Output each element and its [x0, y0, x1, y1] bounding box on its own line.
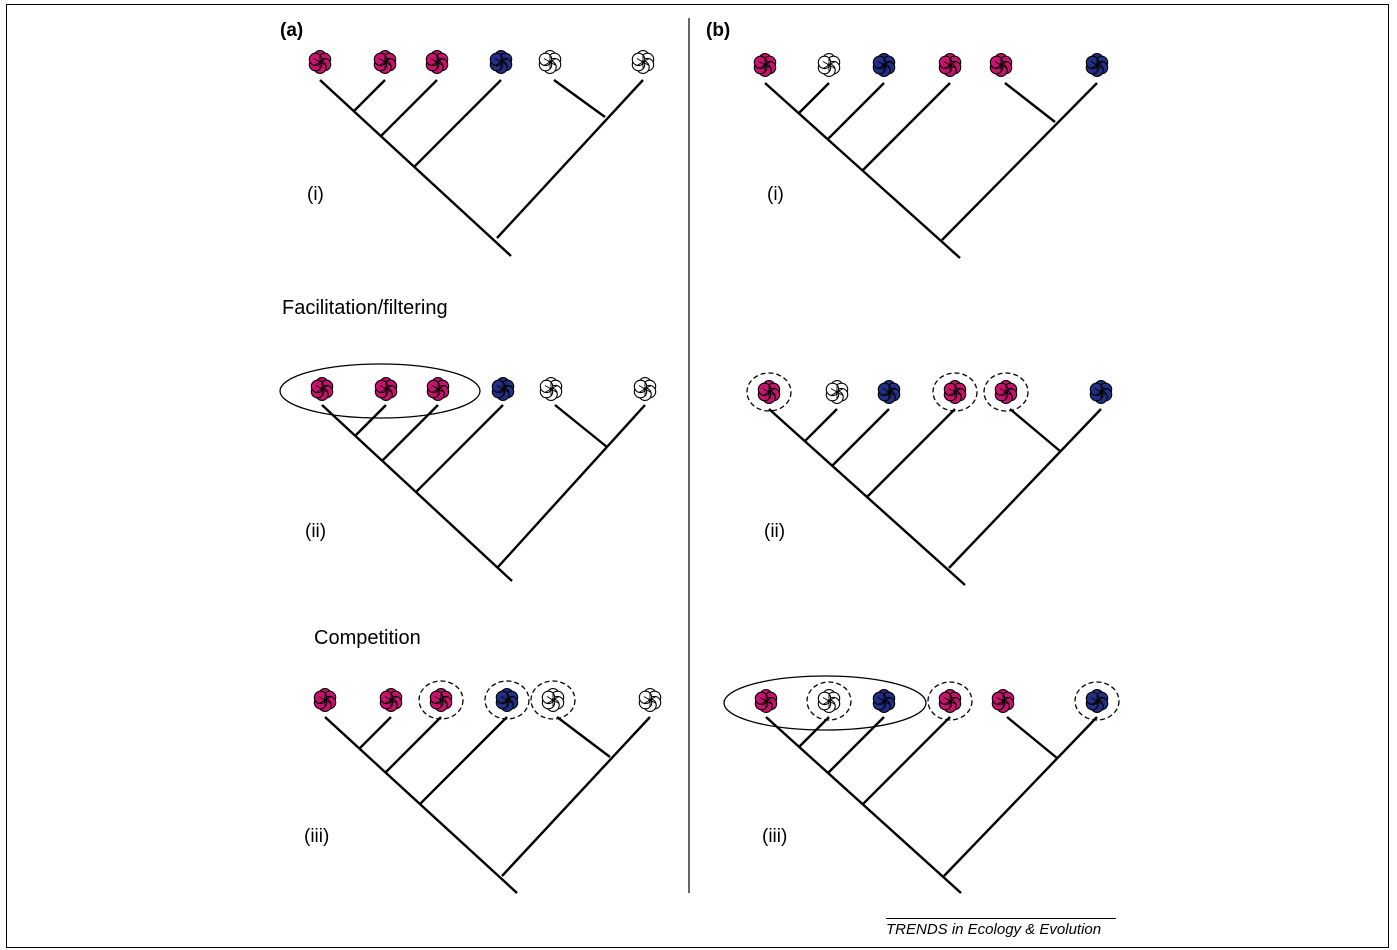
panel-a-row-2-branch-spine — [321, 404, 513, 582]
panel-b-row-3-flower-5-magenta-icon — [991, 689, 1015, 713]
panel-b-row-2-branch-tip-3 — [831, 408, 890, 467]
panel-b-row-3-dashed-circle-4 — [927, 681, 973, 721]
journal-credit: TRENDS in Ecology & Evolution — [886, 918, 1116, 938]
panel-a-row-2-flower-3-magenta-icon — [426, 377, 450, 401]
panel-a-row-2-label: (ii) — [305, 521, 327, 542]
panel-b-row-1-flower-1-magenta-icon — [753, 53, 777, 77]
panel-b-row-3-branch-tip-3 — [827, 716, 885, 774]
panel-b-row-1-branch-tip-3 — [826, 82, 885, 141]
panel-a-row-3-flower-6-white-icon — [638, 688, 662, 712]
panel-b-row-2-flower-1-magenta-icon — [757, 380, 781, 404]
panel-a-row-3-dashed-circle-5 — [530, 680, 576, 720]
panel-b-row-3-solid-ellipse — [723, 675, 927, 731]
panel-a-row-2-flower-4-blue-icon — [491, 377, 515, 401]
panel-a-row-2-branch-tip-6 — [497, 404, 646, 568]
panel-a-row-3-branch-tip-5 — [556, 716, 611, 758]
facilitation-filtering-heading: Facilitation/filtering — [282, 297, 448, 319]
panel-a-row-2-branch-tip-4 — [415, 404, 504, 493]
panel-a-row-3-flower-2-magenta-icon — [379, 688, 403, 712]
panel-b-row-2-branch-tip-6 — [948, 408, 1102, 569]
panel-b-row-3-flower-1-magenta-icon — [754, 689, 778, 713]
panel-b-row-3-flower-4-magenta-icon — [938, 689, 962, 713]
panel-b-row-2-branch-tip-5 — [1009, 408, 1061, 452]
panel-a-row-3-flower-4-blue-icon — [495, 688, 519, 712]
panel-a-row-2-branch-tip-2 — [354, 404, 387, 437]
panel-b-row-3-dashed-circle-2 — [806, 681, 852, 721]
panel-a-row-2-flower-1-magenta-icon — [310, 377, 334, 401]
panel-b-row-2-dashed-circle-1 — [746, 372, 792, 412]
panel-b-row-2-branch-tip-4 — [866, 408, 956, 498]
panel-a-row-1-branch-tip-3 — [380, 79, 438, 137]
panel-a-row-2-solid-ellipse — [279, 363, 481, 419]
panel-a-label: (a) — [280, 20, 304, 41]
panel-a-row-3-branch-tip-6 — [501, 716, 651, 877]
panel-a-row-3-dashed-circle-3 — [418, 680, 464, 720]
panel-a-row-3-branch-tip-4 — [419, 716, 508, 805]
panel-b-row-3-branch-tip-5 — [1006, 716, 1058, 759]
panel-a-row-3-branch-spine — [324, 716, 518, 894]
panel-a-row-1-flower-6-white-icon — [631, 50, 655, 74]
panel-b-row-1-branch-tip-4 — [861, 82, 951, 172]
panel-a-row-3-flower-1-magenta-icon — [313, 688, 337, 712]
panel-a-row-2-branch-tip-3 — [381, 404, 439, 462]
panel-b-row-2-dashed-circle-4 — [932, 372, 978, 412]
panel-b-row-1-flower-5-magenta-icon — [989, 53, 1013, 77]
panel-b-row-3-flower-6-blue-icon — [1085, 689, 1109, 713]
figure-frame — [6, 4, 1389, 948]
panel-a-row-1-flower-3-magenta-icon — [425, 50, 449, 74]
panel-b-row-2-flower-6-blue-icon — [1089, 380, 1113, 404]
panel-a-row-3-branch-tip-3 — [384, 716, 442, 774]
panel-b-row-2-flower-4-magenta-icon — [943, 380, 967, 404]
panel-b-row-2-flower-3-blue-icon — [877, 380, 901, 404]
panel-a-row-1-flower-2-magenta-icon — [373, 50, 397, 74]
panel-a-row-2-flower-6-white-icon — [633, 377, 657, 401]
panel-b-row-3-flower-3-blue-icon — [872, 689, 896, 713]
panel-b-row-3-flower-2-white-icon — [817, 689, 841, 713]
panel-b-row-2-label: (ii) — [764, 521, 786, 542]
panel-b-row-1-flower-4-magenta-icon — [938, 53, 962, 77]
panel-a-row-3-dashed-circle-4 — [484, 680, 530, 720]
panel-a-row-1-flower-1-magenta-icon — [308, 50, 332, 74]
panel-b-row-1-label: (i) — [767, 184, 784, 205]
panel-b-row-1-flower-2-white-icon — [817, 53, 841, 77]
panel-a-row-2-branch-tip-5 — [554, 404, 608, 448]
panel-b-row-2-flower-2-white-icon — [825, 380, 849, 404]
panel-b-row-2-branch-tip-2 — [803, 408, 838, 443]
panel-b-row-1-flower-3-blue-icon — [872, 53, 896, 77]
panel-a-row-1-branch-tip-4 — [413, 79, 502, 168]
panel-b-row-1-branch-tip-5 — [1004, 82, 1056, 123]
panel-b-row-3-branch-tip-2 — [798, 716, 830, 748]
panel-a-row-1-branch-spine — [319, 79, 512, 257]
panel-b-row-1-branch-tip-6 — [941, 82, 1098, 241]
panel-b-label: (b) — [706, 20, 731, 41]
panel-a-row-1-label: (i) — [307, 184, 324, 205]
panel-a-row-1-branch-tip-5 — [553, 79, 606, 118]
panel-a-row-1-branch-tip-2 — [352, 79, 386, 113]
panel-b-row-2-flower-5-magenta-icon — [994, 380, 1018, 404]
panel-a-row-3-label: (iii) — [304, 826, 330, 847]
panel-b-row-3-branch-tip-6 — [943, 716, 1098, 877]
panel-b-row-3-branch-tip-4 — [861, 716, 951, 806]
panel-b-row-1-branch-tip-2 — [797, 82, 830, 115]
panel-b-row-3-label: (iii) — [762, 826, 788, 847]
panel-a-row-1-flower-5-white-icon — [538, 50, 562, 74]
panel-b-row-2-dashed-circle-5 — [983, 372, 1029, 412]
panel-a-row-3-flower-3-magenta-icon — [429, 688, 453, 712]
panel-a-row-3-flower-5-white-icon — [541, 688, 565, 712]
panel-a-row-1-branch-tip-6 — [496, 79, 644, 239]
panel-a-row-1-flower-4-blue-icon — [489, 50, 513, 74]
panel-a-row-2-flower-5-white-icon — [539, 377, 563, 401]
panel-a-row-2-flower-2-magenta-icon — [374, 377, 398, 401]
panel-a-row-3-branch-tip-2 — [358, 716, 392, 750]
panel-b-row-1-flower-6-blue-icon — [1085, 53, 1109, 77]
competition-heading: Competition — [314, 627, 421, 649]
panel-b-row-3-dashed-circle-6 — [1074, 681, 1120, 721]
